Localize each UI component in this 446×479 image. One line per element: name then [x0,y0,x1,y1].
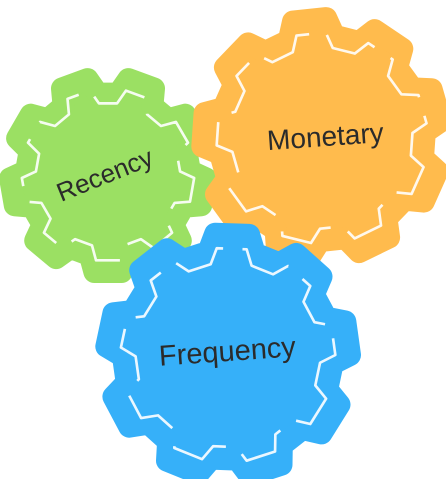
gear-frequency-highlight [119,246,337,463]
gear-frequency-body [95,222,361,479]
gear-monetary-highlight [215,31,428,245]
gear-monetary: Monetary [191,7,446,269]
gear-monetary-body [191,7,446,269]
gear-frequency: Frequency [95,222,361,479]
gear-recency: Recency [0,68,217,283]
